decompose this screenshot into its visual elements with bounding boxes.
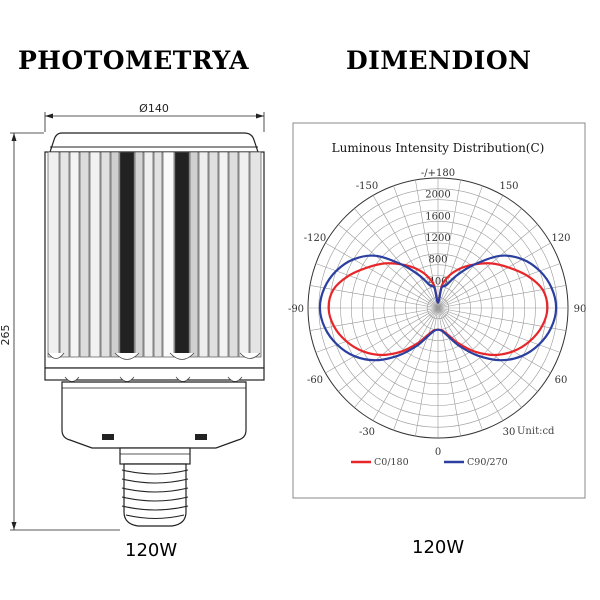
polar-grid-spoke	[393, 185, 439, 309]
chart-wattage-caption: 120W	[412, 537, 465, 558]
polar-grid-spoke	[437, 195, 504, 309]
polar-grid-spoke	[372, 195, 439, 309]
radial-tick-label: 1600	[425, 211, 450, 222]
dimension-heading: DIMENDION	[346, 46, 532, 75]
radial-tick-label: 800	[428, 255, 447, 266]
polar-radial-ticks: 400 800 1200 1600 2000	[425, 190, 450, 288]
polar-grid-spoke	[437, 224, 538, 309]
legend-label-c0-180: C0/180	[374, 457, 409, 468]
polar-series	[318, 254, 558, 362]
chart-title: Luminous Intensity Distribution(C)	[332, 141, 545, 155]
polar-grid-spoke	[325, 307, 439, 374]
angle-label: 120	[551, 233, 570, 244]
angle-label: 60	[555, 375, 568, 386]
polar-grid-spoke	[437, 307, 504, 421]
radial-tick-label: 400	[428, 276, 447, 287]
photometry-heading: PHOTOMETRYA	[18, 46, 250, 75]
angle-label: -120	[304, 233, 326, 244]
angle-label: 30	[503, 427, 516, 438]
angle-label: 150	[499, 181, 518, 192]
radial-tick-label: 1200	[425, 233, 450, 244]
polar-grid-spoke	[437, 285, 567, 309]
angle-label: -30	[359, 427, 375, 438]
polar-grid-spoke	[437, 208, 522, 309]
lamp-wattage-caption: 120W	[125, 540, 178, 561]
polar-grid-spoke	[393, 307, 439, 431]
radial-tick-label: 2000	[425, 190, 450, 201]
height-label: 265	[0, 325, 12, 346]
polar-angle-labels: -/+180 -150 150 -120 120 -90 90 -60 60 -30 30 0	[288, 168, 586, 458]
polar-grid-spoke	[354, 307, 439, 408]
angle-label: 90	[574, 304, 587, 315]
legend-label-c90-270: C90/270	[467, 457, 508, 468]
chart-legend: C0/180 C90/270	[351, 457, 508, 468]
unit-label: Unit:cd	[517, 426, 555, 437]
diameter-label: Ø140	[139, 102, 169, 115]
polar-grid-spoke	[437, 307, 483, 431]
polar-grid-spoke	[437, 307, 551, 374]
polar-grid-spoke	[325, 242, 439, 309]
polar-grid-spoke	[437, 185, 483, 309]
polar-grid-spoke	[437, 307, 538, 392]
angle-label: -/+180	[421, 168, 455, 179]
angle-label: -60	[307, 375, 323, 386]
series-curve-c90-270	[318, 254, 558, 362]
angle-label: -90	[288, 304, 304, 315]
polar-grid-spoke	[309, 285, 439, 309]
polar-grid-spoke	[309, 307, 439, 331]
angle-label: 0	[435, 447, 441, 458]
polar-grid-spoke	[338, 224, 439, 309]
angle-label: -150	[356, 181, 378, 192]
polar-grid-spoke	[437, 307, 567, 331]
polar-grid-spoke	[437, 242, 551, 309]
polar-grid-spoke	[437, 307, 522, 408]
polar-grid-spoke	[354, 208, 439, 309]
polar-grid-spoke	[372, 307, 439, 421]
polar-grid-spoke	[338, 307, 439, 392]
lamp-drawing	[10, 112, 265, 531]
